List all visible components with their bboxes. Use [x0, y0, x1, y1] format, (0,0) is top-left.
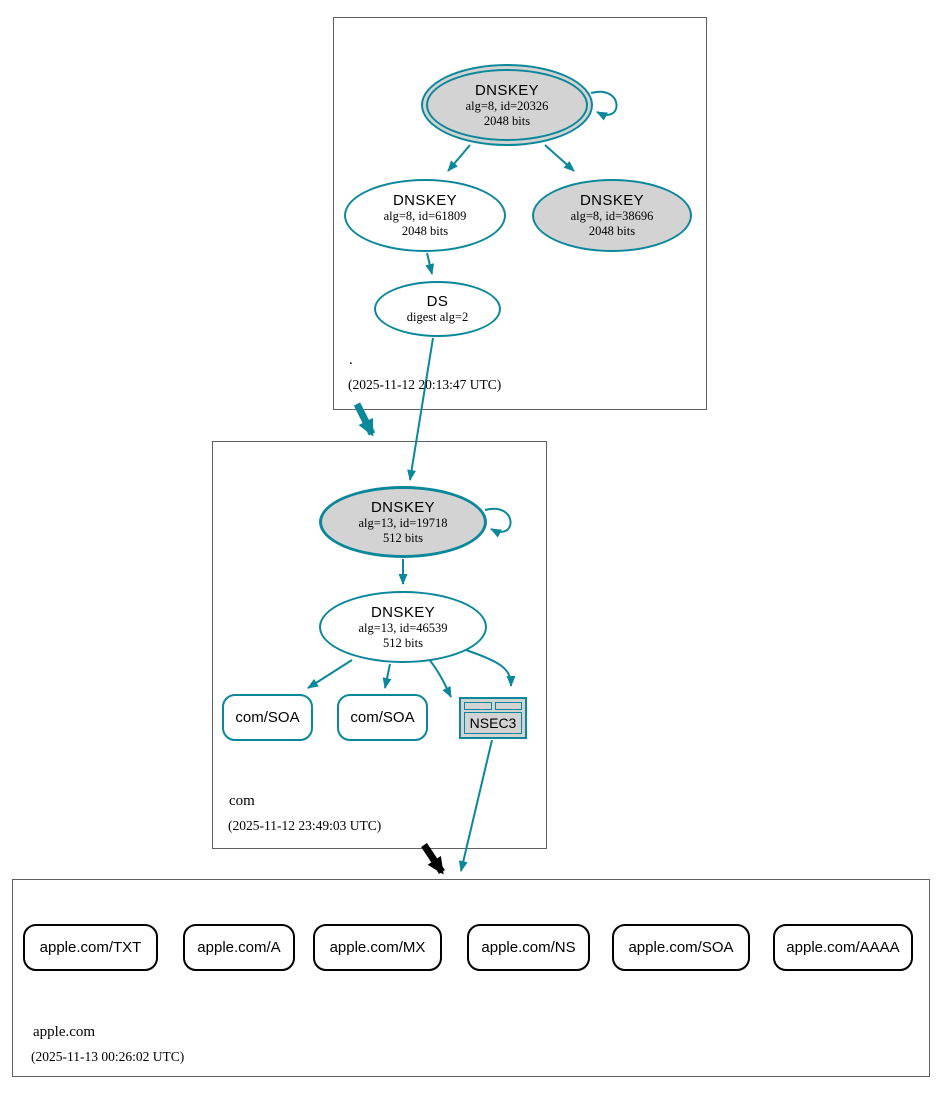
rrset-apple-a: apple.com/A: [183, 924, 295, 971]
dnskey-bits: 2048 bits: [483, 113, 531, 128]
rrset-apple-mx: apple.com/MX: [313, 924, 442, 971]
zone-timestamp-com: (2025-11-12 23:49:03 UTC): [228, 818, 382, 833]
rrset-apple-soa: apple.com/SOA: [612, 924, 750, 971]
zone-name-apple: apple.com: [33, 1024, 96, 1040]
rrset-apple-aaaa: apple.com/AAAA: [773, 924, 913, 971]
rrset-com-soa-2: com/SOA: [337, 694, 428, 741]
dnskey-alg-id: alg=8, id=38696: [570, 209, 654, 224]
rrset-label: apple.com/NS: [481, 939, 576, 956]
rrset-com-soa-1: com/SOA: [222, 694, 313, 741]
zone-name-root: .: [349, 352, 353, 368]
dnskey-title: DNSKEY: [392, 192, 458, 210]
nsec3-cell: [494, 702, 522, 710]
zone-box-root: [333, 17, 707, 410]
edge-delegation-com-apple: [421, 843, 445, 875]
zone-box-apple: [12, 879, 930, 1077]
dnskey-title: DNSKEY: [579, 192, 645, 210]
rrset-label: apple.com/TXT: [39, 939, 142, 956]
dnskey-bits: 512 bits: [383, 530, 423, 545]
ds-title: DS: [426, 293, 449, 310]
ds-root-com: DS digest alg=2: [374, 281, 501, 337]
dnskey-alg-id: alg=8, id=61809: [383, 209, 467, 224]
rrset-label: apple.com/SOA: [628, 939, 734, 956]
rrset-label: apple.com/A: [197, 939, 281, 956]
zone-name-com: com: [229, 793, 255, 809]
dnskey-com-zsk-46539: DNSKEY alg=13, id=46539 512 bits: [319, 591, 487, 663]
rrset-label: com/SOA: [350, 709, 415, 726]
dnskey-com-ksk-19718: DNSKEY alg=13, id=19718 512 bits: [319, 486, 487, 558]
dnskey-root-ksk-20326: DNSKEY alg=8, id=20326 2048 bits: [421, 64, 593, 146]
dnskey-title: DNSKEY: [474, 81, 540, 99]
dnskey-alg-id: alg=13, id=46539: [358, 620, 448, 635]
nsec3-node: NSEC3: [459, 697, 527, 739]
dnskey-alg-id: alg=13, id=19718: [358, 515, 448, 530]
rrset-label: apple.com/AAAA: [786, 939, 900, 956]
nsec3-cell: [464, 702, 492, 710]
dnskey-bits: 2048 bits: [401, 224, 449, 239]
rrset-apple-txt: apple.com/TXT: [23, 924, 158, 971]
rrset-label: com/SOA: [235, 709, 300, 726]
dnskey-root-38696: DNSKEY alg=8, id=38696 2048 bits: [532, 179, 692, 252]
rrset-apple-ns: apple.com/NS: [467, 924, 590, 971]
rrset-label: apple.com/MX: [329, 939, 426, 956]
dnskey-bits: 2048 bits: [588, 224, 636, 239]
dnskey-bits: 512 bits: [383, 635, 423, 650]
zone-timestamp-apple: (2025-11-13 00:26:02 UTC): [31, 1049, 185, 1064]
dnskey-root-zsk-61809: DNSKEY alg=8, id=61809 2048 bits: [344, 179, 506, 252]
nsec3-label: NSEC3: [464, 712, 522, 734]
dnskey-alg-id: alg=8, id=20326: [465, 98, 549, 113]
dnskey-title: DNSKEY: [370, 498, 436, 516]
ds-digest: digest alg=2: [406, 310, 469, 325]
nsec3-header-cells: [464, 702, 522, 710]
dnskey-title: DNSKEY: [370, 603, 436, 621]
zone-timestamp-root: (2025-11-12 20:13:47 UTC): [348, 377, 502, 392]
zone-box-com: [212, 441, 547, 849]
